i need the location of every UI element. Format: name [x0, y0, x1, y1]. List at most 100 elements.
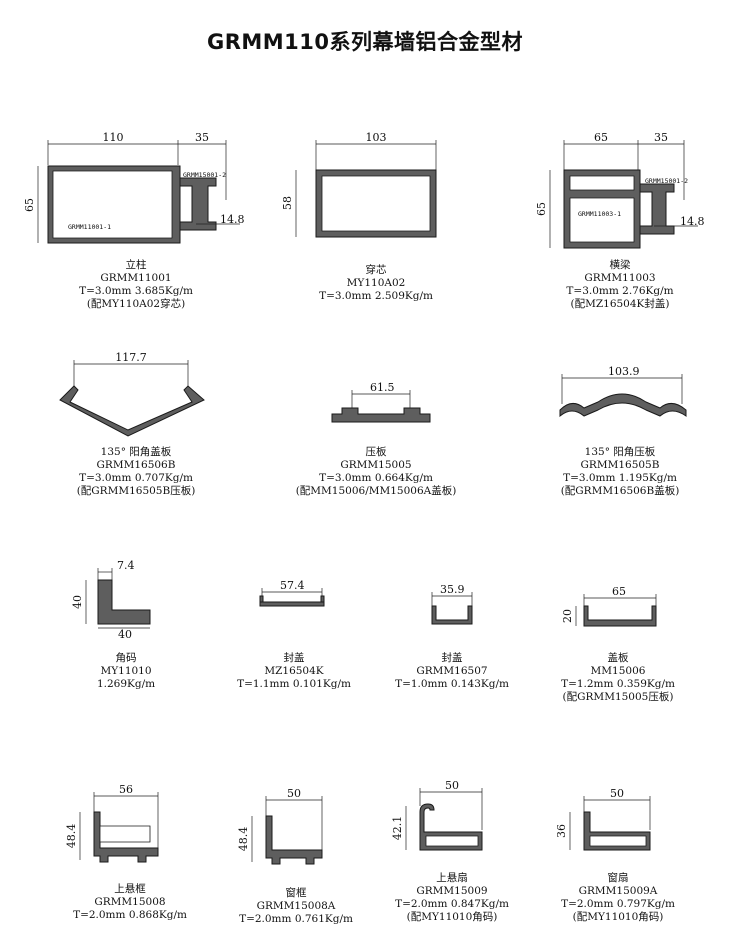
part-name: 窗扇 — [607, 872, 629, 884]
dim-label: 14.8 — [220, 213, 245, 226]
part-note: (配GRMM15005压板) — [562, 691, 674, 703]
part-note: (配MZ16504K封盖) — [570, 298, 670, 310]
dim-label: 57.4 — [280, 579, 305, 592]
dim-label: 61.5 — [370, 381, 395, 394]
drawing-cap-2: 35.9 — [431, 583, 473, 625]
part-tag: GRMM11003-1 — [578, 210, 621, 218]
part-note: (配MM15006/MM15006A盖板) — [295, 485, 457, 497]
part-name: 角码 — [115, 652, 137, 664]
dim-label: 48.4 — [65, 824, 78, 849]
dim-label: 103 — [366, 131, 387, 144]
caption-cover-plate: 盖板 MM15006 T=1.2mm 0.359Kg/m (配GRMM15005… — [518, 652, 718, 704]
caption-core: 穿芯 MY110A02 T=3.0mm 2.509Kg/m — [276, 264, 476, 303]
part-code: GRMM16507 — [416, 665, 488, 677]
dim-label: 7.4 — [117, 559, 135, 572]
dim-label: 20 — [561, 609, 574, 623]
part-tag: GRMM15001-2 — [645, 177, 688, 185]
part-name: 立柱 — [125, 259, 147, 271]
dim-label: 65 — [612, 585, 626, 598]
part-name: 横梁 — [609, 259, 631, 271]
dim-label: 103.9 — [608, 365, 640, 378]
part-spec: T=1.2mm 0.359Kg/m — [561, 678, 675, 690]
part-note: (配MY11010角码) — [406, 911, 498, 923]
part-name: 135° 阳角盖板 — [100, 446, 172, 458]
drawing-cover-plate: 65 20 — [561, 585, 657, 627]
caption-top-hung-frame: 上悬框 GRMM15008 T=2.0mm 0.868Kg/m — [30, 883, 230, 922]
dim-label: 110 — [103, 131, 124, 144]
part-code: MY110A02 — [346, 277, 406, 289]
part-spec: T=3.0mm 1.195Kg/m — [563, 472, 677, 484]
part-note: (配GRMM16505B压板) — [76, 485, 196, 497]
part-spec: T=2.0mm 0.761Kg/m — [239, 913, 353, 925]
drawing-column: 110 35 65 14.8 GRMM15001-2 GRMM11001-1 — [23, 131, 245, 244]
part-code: MY11010 — [100, 665, 152, 677]
part-note: (配GRMM16506B盖板) — [560, 485, 680, 497]
part-code: GRMM15008A — [256, 900, 336, 912]
part-spec: T=2.0mm 0.847Kg/m — [395, 898, 509, 910]
page-title: GRMM110系列幕墙铝合金型材 — [206, 30, 524, 54]
caption-corner-cover: 135° 阳角盖板 GRMM16506B T=3.0mm 0.707Kg/m (… — [36, 446, 236, 498]
part-spec: 1.269Kg/m — [96, 678, 156, 690]
dim-label: 40 — [71, 595, 84, 609]
dim-label: 14.8 — [680, 215, 705, 228]
part-name: 穿芯 — [365, 264, 387, 276]
dim-label: 36 — [555, 824, 568, 838]
part-name: 135° 阳角压板 — [584, 446, 656, 458]
dim-label: 56 — [119, 783, 133, 796]
part-name: 上悬扇 — [436, 872, 468, 884]
dim-label: 35.9 — [440, 583, 465, 596]
part-name: 盖板 — [607, 652, 629, 664]
drawing-angle-bracket: 7.4 40 40 — [71, 559, 151, 641]
drawing-beam: 65 35 65 14.8 GRMM15001-2 GRMM11003-1 — [535, 131, 705, 249]
drawing-pressure-plate: 61.5 — [331, 381, 431, 423]
drawing-cap-1: 57.4 — [259, 579, 325, 607]
drawing-corner-pressure-plate: 103.9 — [559, 365, 687, 418]
part-code: GRMM15009 — [416, 885, 488, 897]
part-code: GRMM15005 — [340, 459, 412, 471]
drawing-core: 103 58 — [281, 131, 437, 238]
caption-pressure-plate: 压板 GRMM15005 T=3.0mm 0.664Kg/m (配MM15006… — [276, 446, 476, 498]
part-name: 上悬框 — [114, 883, 146, 895]
part-spec: T=2.0mm 0.868Kg/m — [73, 909, 187, 921]
caption-column: 立柱 GRMM11001 T=3.0mm 3.685Kg/m (配MY110A0… — [36, 259, 236, 311]
dim-label: 65 — [594, 131, 608, 144]
part-name: 压板 — [365, 446, 387, 458]
drawing-top-hung-frame: 56 48.4 — [65, 783, 159, 863]
dim-label: 65 — [23, 198, 36, 212]
dim-label: 117.7 — [115, 351, 147, 364]
dim-label: 50 — [610, 787, 624, 800]
part-spec: T=3.0mm 3.685Kg/m — [79, 285, 193, 297]
part-name: 封盖 — [441, 652, 463, 664]
dim-label: 35 — [654, 131, 668, 144]
part-code: MZ16504K — [264, 665, 324, 677]
dim-label: 50 — [445, 779, 459, 792]
caption-angle-bracket: 角码 MY11010 1.269Kg/m — [26, 652, 226, 691]
dim-label: 35 — [195, 131, 209, 144]
drawing-corner-cover: 117.7 — [59, 351, 205, 437]
drawing-window-sash: 50 36 — [555, 787, 651, 851]
dim-label: 40 — [118, 628, 132, 641]
part-note: (配MY110A02穿芯) — [86, 298, 186, 310]
part-name: 窗框 — [285, 887, 307, 899]
part-spec: T=1.1mm 0.101Kg/m — [237, 678, 351, 690]
caption-cap-1: 封盖 MZ16504K T=1.1mm 0.101Kg/m — [194, 652, 394, 691]
part-spec: T=3.0mm 0.664Kg/m — [319, 472, 433, 484]
caption-top-hung-sash: 上悬扇 GRMM15009 T=2.0mm 0.847Kg/m (配MY1101… — [352, 872, 552, 924]
dim-label: 50 — [287, 787, 301, 800]
caption-window-sash: 窗扇 GRMM15009A T=2.0mm 0.797Kg/m (配MY1101… — [518, 872, 718, 924]
drawing-top-hung-sash: 50 42.1 — [391, 779, 483, 851]
drawing-window-frame: 50 48.4 — [237, 787, 323, 865]
dim-label: 42.1 — [391, 816, 404, 841]
dim-label: 58 — [281, 196, 294, 210]
caption-window-frame: 窗框 GRMM15008A T=2.0mm 0.761Kg/m — [196, 887, 396, 926]
part-spec: T=3.0mm 2.76Kg/m — [566, 285, 674, 297]
part-name: 封盖 — [283, 652, 305, 664]
part-note: (配MY11010角码) — [572, 911, 664, 923]
part-code: GRMM15008 — [94, 896, 166, 908]
caption-cap-2: 封盖 GRMM16507 T=1.0mm 0.143Kg/m — [352, 652, 552, 691]
dim-label: 65 — [535, 202, 548, 216]
part-code: GRMM15009A — [578, 885, 658, 897]
part-code: MM15006 — [590, 665, 646, 677]
dim-label: 48.4 — [237, 827, 250, 852]
